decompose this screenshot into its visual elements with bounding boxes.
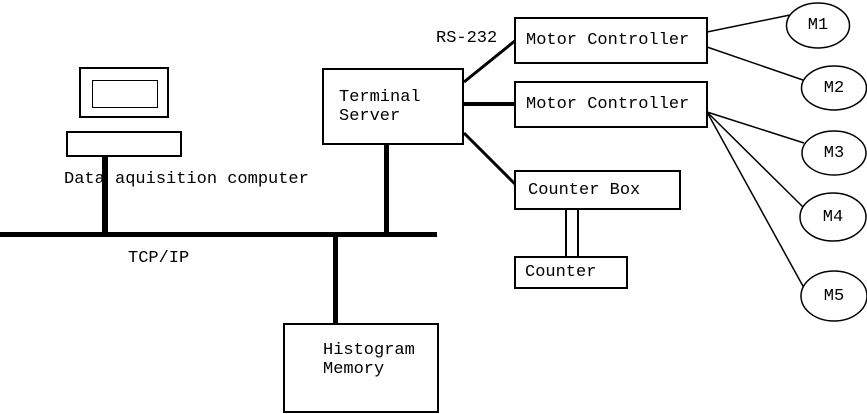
link-terminal-server-to-motor-controller-1	[463, 38, 517, 84]
tcpip-bus-label: TCP/IP	[128, 249, 190, 268]
motor-m5-label: M5	[823, 287, 845, 306]
link-motor-controller-1-to-m1	[706, 14, 791, 33]
motor-m5-ellipse	[800, 270, 867, 322]
histogram-memory-label-line2: Memory	[323, 360, 385, 379]
motor-controller-2-label: Motor Controller	[526, 95, 690, 114]
counter-label: Counter	[525, 263, 597, 282]
motor-controller-1-label: Motor Controller	[526, 31, 690, 50]
motor-controller-1-box: Motor Controller	[514, 17, 708, 64]
counter-box: Counter	[514, 256, 628, 289]
terminal-server-label-line1: Terminal	[339, 87, 421, 107]
histogram-memory-box: Histogram Memory	[283, 323, 439, 413]
motor-m2-label: M2	[823, 79, 845, 98]
motor-m3-label: M3	[823, 144, 845, 163]
link-motor-controller-2-to-m5	[706, 111, 805, 289]
link-motor-controller-2-to-m4	[706, 111, 804, 208]
computer-keyboard-icon	[66, 131, 182, 157]
link-motor-controller-1-to-m2	[706, 46, 804, 81]
counter-box-label: Counter Box	[528, 180, 641, 200]
motor-controller-2-box: Motor Controller	[514, 81, 708, 128]
motor-m4-ellipse	[799, 192, 867, 242]
computer-screen-icon	[92, 80, 158, 108]
computer-label: Data aquisition computer	[64, 170, 309, 189]
motor-m1-label: M1	[807, 16, 829, 35]
motor-m3-ellipse	[801, 130, 867, 176]
terminal-server-label-line2: Server	[339, 106, 401, 126]
rs232-label: RS-232	[436, 29, 498, 48]
histogram-memory-label-line1: Histogram	[323, 341, 415, 360]
motor-m1-ellipse	[785, 2, 851, 49]
link-motor-controller-2-to-m3	[706, 111, 805, 144]
motor-m4-label: M4	[822, 208, 844, 227]
terminal-server-box: Terminal Server	[322, 68, 464, 145]
link-terminal-server-to-counter-box	[462, 131, 517, 186]
counter-box-box: Counter Box	[514, 170, 681, 210]
